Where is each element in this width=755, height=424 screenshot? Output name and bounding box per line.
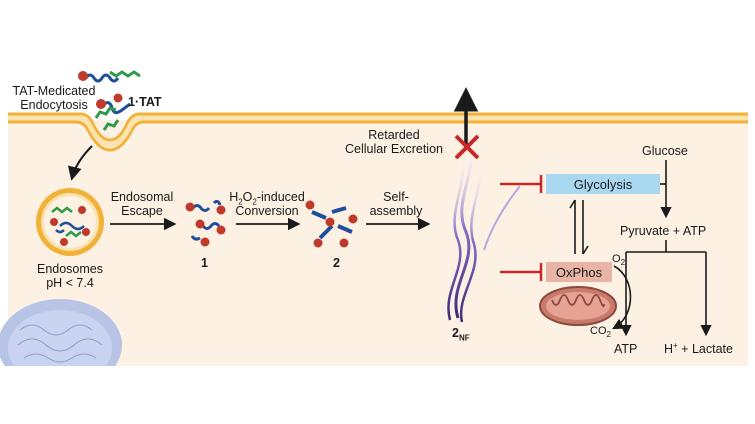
endosomes-line2: pH < 7.4 <box>46 276 94 290</box>
tat-endocytosis-label: TAT-Medicated Endocytosis <box>4 84 104 112</box>
nanofiber-label: 2NF <box>452 326 470 343</box>
o2-co2-arrow <box>612 265 632 330</box>
h2o2-suffix: -induced <box>256 190 305 204</box>
h-plus-main: H <box>664 342 674 356</box>
nanofiber-sub: NF <box>458 333 470 343</box>
compound-2-molecules <box>305 200 358 248</box>
compound-1tat-label: 1·TAT <box>128 95 162 109</box>
o2-main: O <box>612 253 621 265</box>
o2-sub: 2 <box>620 258 626 268</box>
oxphos-inhibitor <box>500 263 543 281</box>
conversion-text: Conversion <box>235 204 299 218</box>
compound-2-label: 2 <box>333 256 340 270</box>
endosomal-escape-label: Endosomal Escape <box>100 190 184 218</box>
glycolysis-box <box>546 174 660 194</box>
oxphos-text: OxPhos <box>555 264 603 280</box>
glucose-label: Glucose <box>642 144 688 158</box>
cytoplasm-region <box>8 120 748 366</box>
h2o2-o: O <box>242 190 253 204</box>
conversion-label: H2O2-induced Conversion <box>222 190 312 218</box>
compound-1-label: 1 <box>201 256 208 270</box>
retarded-line1: Retarded <box>368 128 420 142</box>
endosomes-line1: Endosomes <box>36 262 103 276</box>
nanofiber-main: 2 <box>452 326 459 340</box>
h2o2-sub2: 2 <box>252 197 257 207</box>
lactate-text: + Lactate <box>677 342 733 356</box>
h2o2-sub1: 2 <box>238 197 243 207</box>
endosomal-escape-line2: Escape <box>121 204 163 218</box>
retarded-line2: Cellular Excretion <box>345 142 443 156</box>
self-assembly-label: Self- assembly <box>364 190 428 218</box>
lactate-label: H+ + Lactate <box>664 340 733 356</box>
co2-main: CO <box>590 325 607 337</box>
endosomal-escape-line1: Endosomal <box>110 190 174 204</box>
h2o2-induced-text: H2O2-induced <box>222 190 312 207</box>
o2-label: O2 <box>612 252 626 268</box>
nucleus <box>0 299 130 396</box>
self-assembly-line1: Self- <box>383 190 409 204</box>
mitochondrion-icon <box>539 286 617 326</box>
h-plus-sup: + <box>673 340 678 350</box>
pyruvate-branch <box>620 240 712 337</box>
tat-peptides <box>78 70 141 131</box>
tat-endocytosis-line2: Endocytosis <box>20 98 88 112</box>
endosome <box>36 188 104 256</box>
blocked-cross-icon <box>454 134 480 160</box>
co2-label: CO2 <box>590 324 611 340</box>
retarded-excretion-label: Retarded Cellular Excretion <box>334 128 454 156</box>
plasma-membrane <box>8 112 748 152</box>
glycolysis-inhibitor <box>500 175 543 193</box>
nanofiber-bundle <box>447 139 521 323</box>
endocytosis-arrow <box>67 145 93 181</box>
compound-1-molecules <box>185 199 226 247</box>
equilibrium-arrows <box>569 199 589 255</box>
co2-sub: 2 <box>606 330 611 340</box>
endosomes-label: Endosomes pH < 7.4 <box>20 262 120 290</box>
tat-endocytosis-line1: TAT-Medicated <box>12 84 96 98</box>
h2o2-h: H <box>229 190 239 204</box>
pyruvate-atp-label: Pyruvate + ATP <box>620 224 707 238</box>
self-assembly-line2: assembly <box>369 204 423 218</box>
oxphos-box <box>546 262 612 282</box>
glycolysis-text: Glycolysis <box>573 176 633 192</box>
atp-label: ATP <box>614 342 638 356</box>
